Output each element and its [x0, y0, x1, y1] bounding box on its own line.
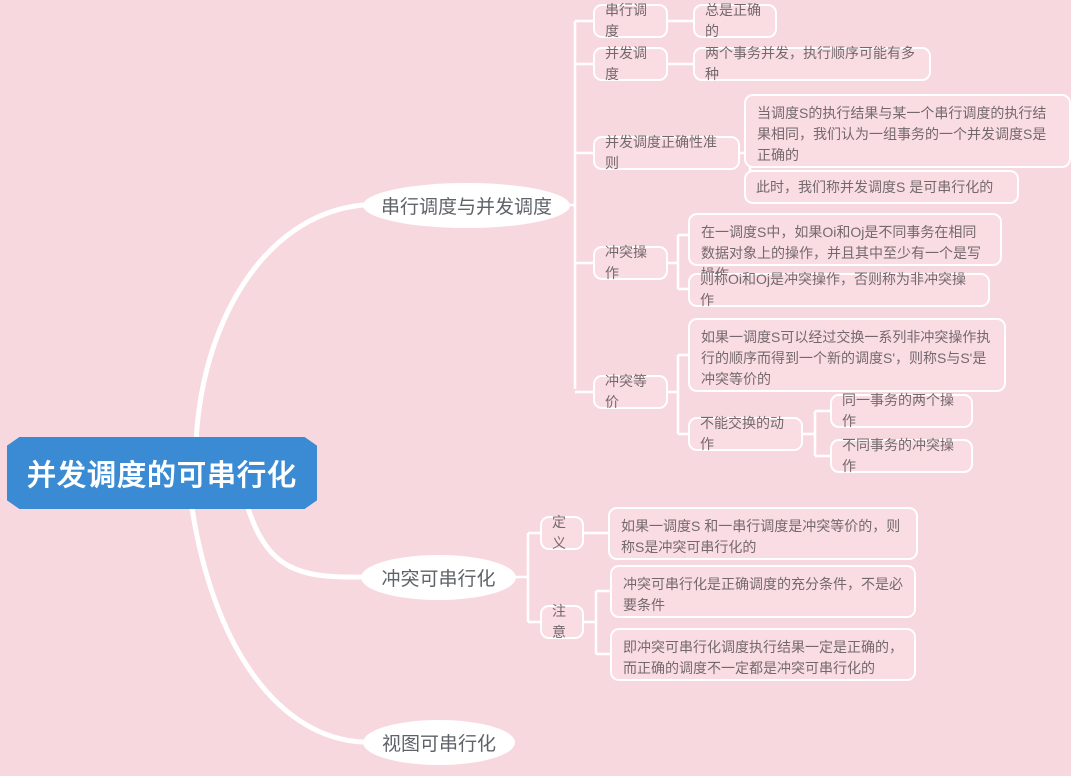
branch-node-view-serializable[interactable]: 视图可串行化 — [363, 720, 515, 765]
branch-node-serial-vs-concurrent[interactable]: 串行调度与并发调度 — [363, 183, 570, 228]
node-label: 总是正确的 — [705, 2, 761, 39]
node-conflict-operation-detail-1[interactable]: 在一调度S中，如果Oi和Oj是不同事务在相同数据对象上的操作，并且其中至少有一个… — [688, 213, 1002, 282]
node-nonswappable-same-txn[interactable]: 同一事务的两个操作 — [830, 392, 973, 429]
node-note[interactable]: 注意 — [540, 603, 584, 640]
branch-label: 串行调度与并发调度 — [380, 197, 552, 218]
node-definition-detail[interactable]: 如果一调度S 和一串行调度是冲突等价的，则称S是冲突可串行化的 — [608, 507, 918, 560]
branch-label: 视图可串行化 — [381, 734, 496, 755]
node-label: 并发调度正确性准则 — [605, 134, 717, 171]
node-conflict-operation[interactable]: 冲突操作 — [593, 244, 668, 281]
link-root-to-branch-1 — [193, 202, 366, 448]
node-label: 此时，我们称并发调度S 是可串行化的 — [756, 178, 994, 195]
node-label: 注意 — [552, 603, 566, 640]
node-label: 并发调度 — [605, 45, 647, 82]
node-note-detail-1[interactable]: 冲突可串行化是正确调度的充分条件，不是必要条件 — [610, 565, 916, 618]
node-label: 冲突可串行化是正确调度的充分条件，不是必要条件 — [623, 576, 903, 613]
node-conflict-operation-detail-2[interactable]: 则称Oi和Oj是冲突操作，否则称为非冲突操作 — [688, 271, 990, 308]
node-label: 则称Oi和Oj是冲突操作，否则称为非冲突操作 — [700, 271, 966, 308]
node-label: 当调度S的执行结果与某一个串行调度的执行结果相同，我们认为一组事务的一个并发调度… — [757, 105, 1047, 163]
node-label: 冲突操作 — [605, 244, 647, 281]
node-label: 冲突等价 — [605, 373, 647, 410]
root-node[interactable]: 并发调度的可串行化 — [7, 437, 317, 509]
node-correctness-criterion-detail-1[interactable]: 当调度S的执行结果与某一个串行调度的执行结果相同，我们认为一组事务的一个并发调度… — [744, 94, 1071, 168]
node-label: 不同事务的冲突操作 — [842, 437, 954, 474]
node-conflict-equivalence[interactable]: 冲突等价 — [593, 373, 668, 410]
node-label: 如果一调度S可以经过交换一系列非冲突操作执行的顺序而得到一个新的调度S'，则称S… — [701, 329, 991, 387]
node-label: 如果一调度S 和一串行调度是冲突等价的，则称S是冲突可串行化的 — [621, 518, 901, 555]
node-nonswappable-diff-txn[interactable]: 不同事务的冲突操作 — [830, 437, 973, 474]
node-conflict-equivalence-detail[interactable]: 如果一调度S可以经过交换一系列非冲突操作执行的顺序而得到一个新的调度S'，则称S… — [688, 318, 1006, 392]
node-note-detail-2[interactable]: 即冲突可串行化调度执行结果一定是正确的，而正确的调度不一定都是冲突可串行化的 — [610, 628, 916, 681]
root-node-label: 并发调度的可串行化 — [26, 460, 297, 492]
node-correctness-criterion-detail-2[interactable]: 此时，我们称并发调度S 是可串行化的 — [744, 170, 1019, 204]
node-label: 即冲突可串行化调度执行结果一定是正确的，而正确的调度不一定都是冲突可串行化的 — [623, 639, 903, 676]
link-root-to-branch-2 — [245, 505, 364, 580]
branch-label: 冲突可串行化 — [381, 569, 496, 590]
branch-node-conflict-serializable[interactable]: 冲突可串行化 — [361, 555, 516, 600]
link-root-to-branch-3 — [189, 505, 366, 745]
node-serial-schedule-detail[interactable]: 总是正确的 — [693, 2, 777, 39]
node-label: 在一调度S中，如果Oi和Oj是不同事务在相同数据对象上的操作，并且其中至少有一个… — [701, 224, 981, 282]
node-definition[interactable]: 定义 — [540, 514, 584, 551]
node-concurrent-schedule[interactable]: 并发调度 — [593, 45, 668, 82]
node-nonswappable-actions[interactable]: 不能交换的动作 — [688, 415, 803, 452]
node-correctness-criterion[interactable]: 并发调度正确性准则 — [593, 134, 740, 171]
node-serial-schedule[interactable]: 串行调度 — [593, 2, 668, 39]
node-label: 不能交换的动作 — [700, 415, 784, 452]
node-label: 串行调度 — [605, 2, 647, 39]
node-label: 两个事务并发，执行顺序可能有多种 — [705, 45, 915, 82]
node-label: 定义 — [552, 514, 566, 551]
node-label: 同一事务的两个操作 — [842, 392, 954, 429]
node-concurrent-schedule-detail[interactable]: 两个事务并发，执行顺序可能有多种 — [693, 45, 931, 82]
